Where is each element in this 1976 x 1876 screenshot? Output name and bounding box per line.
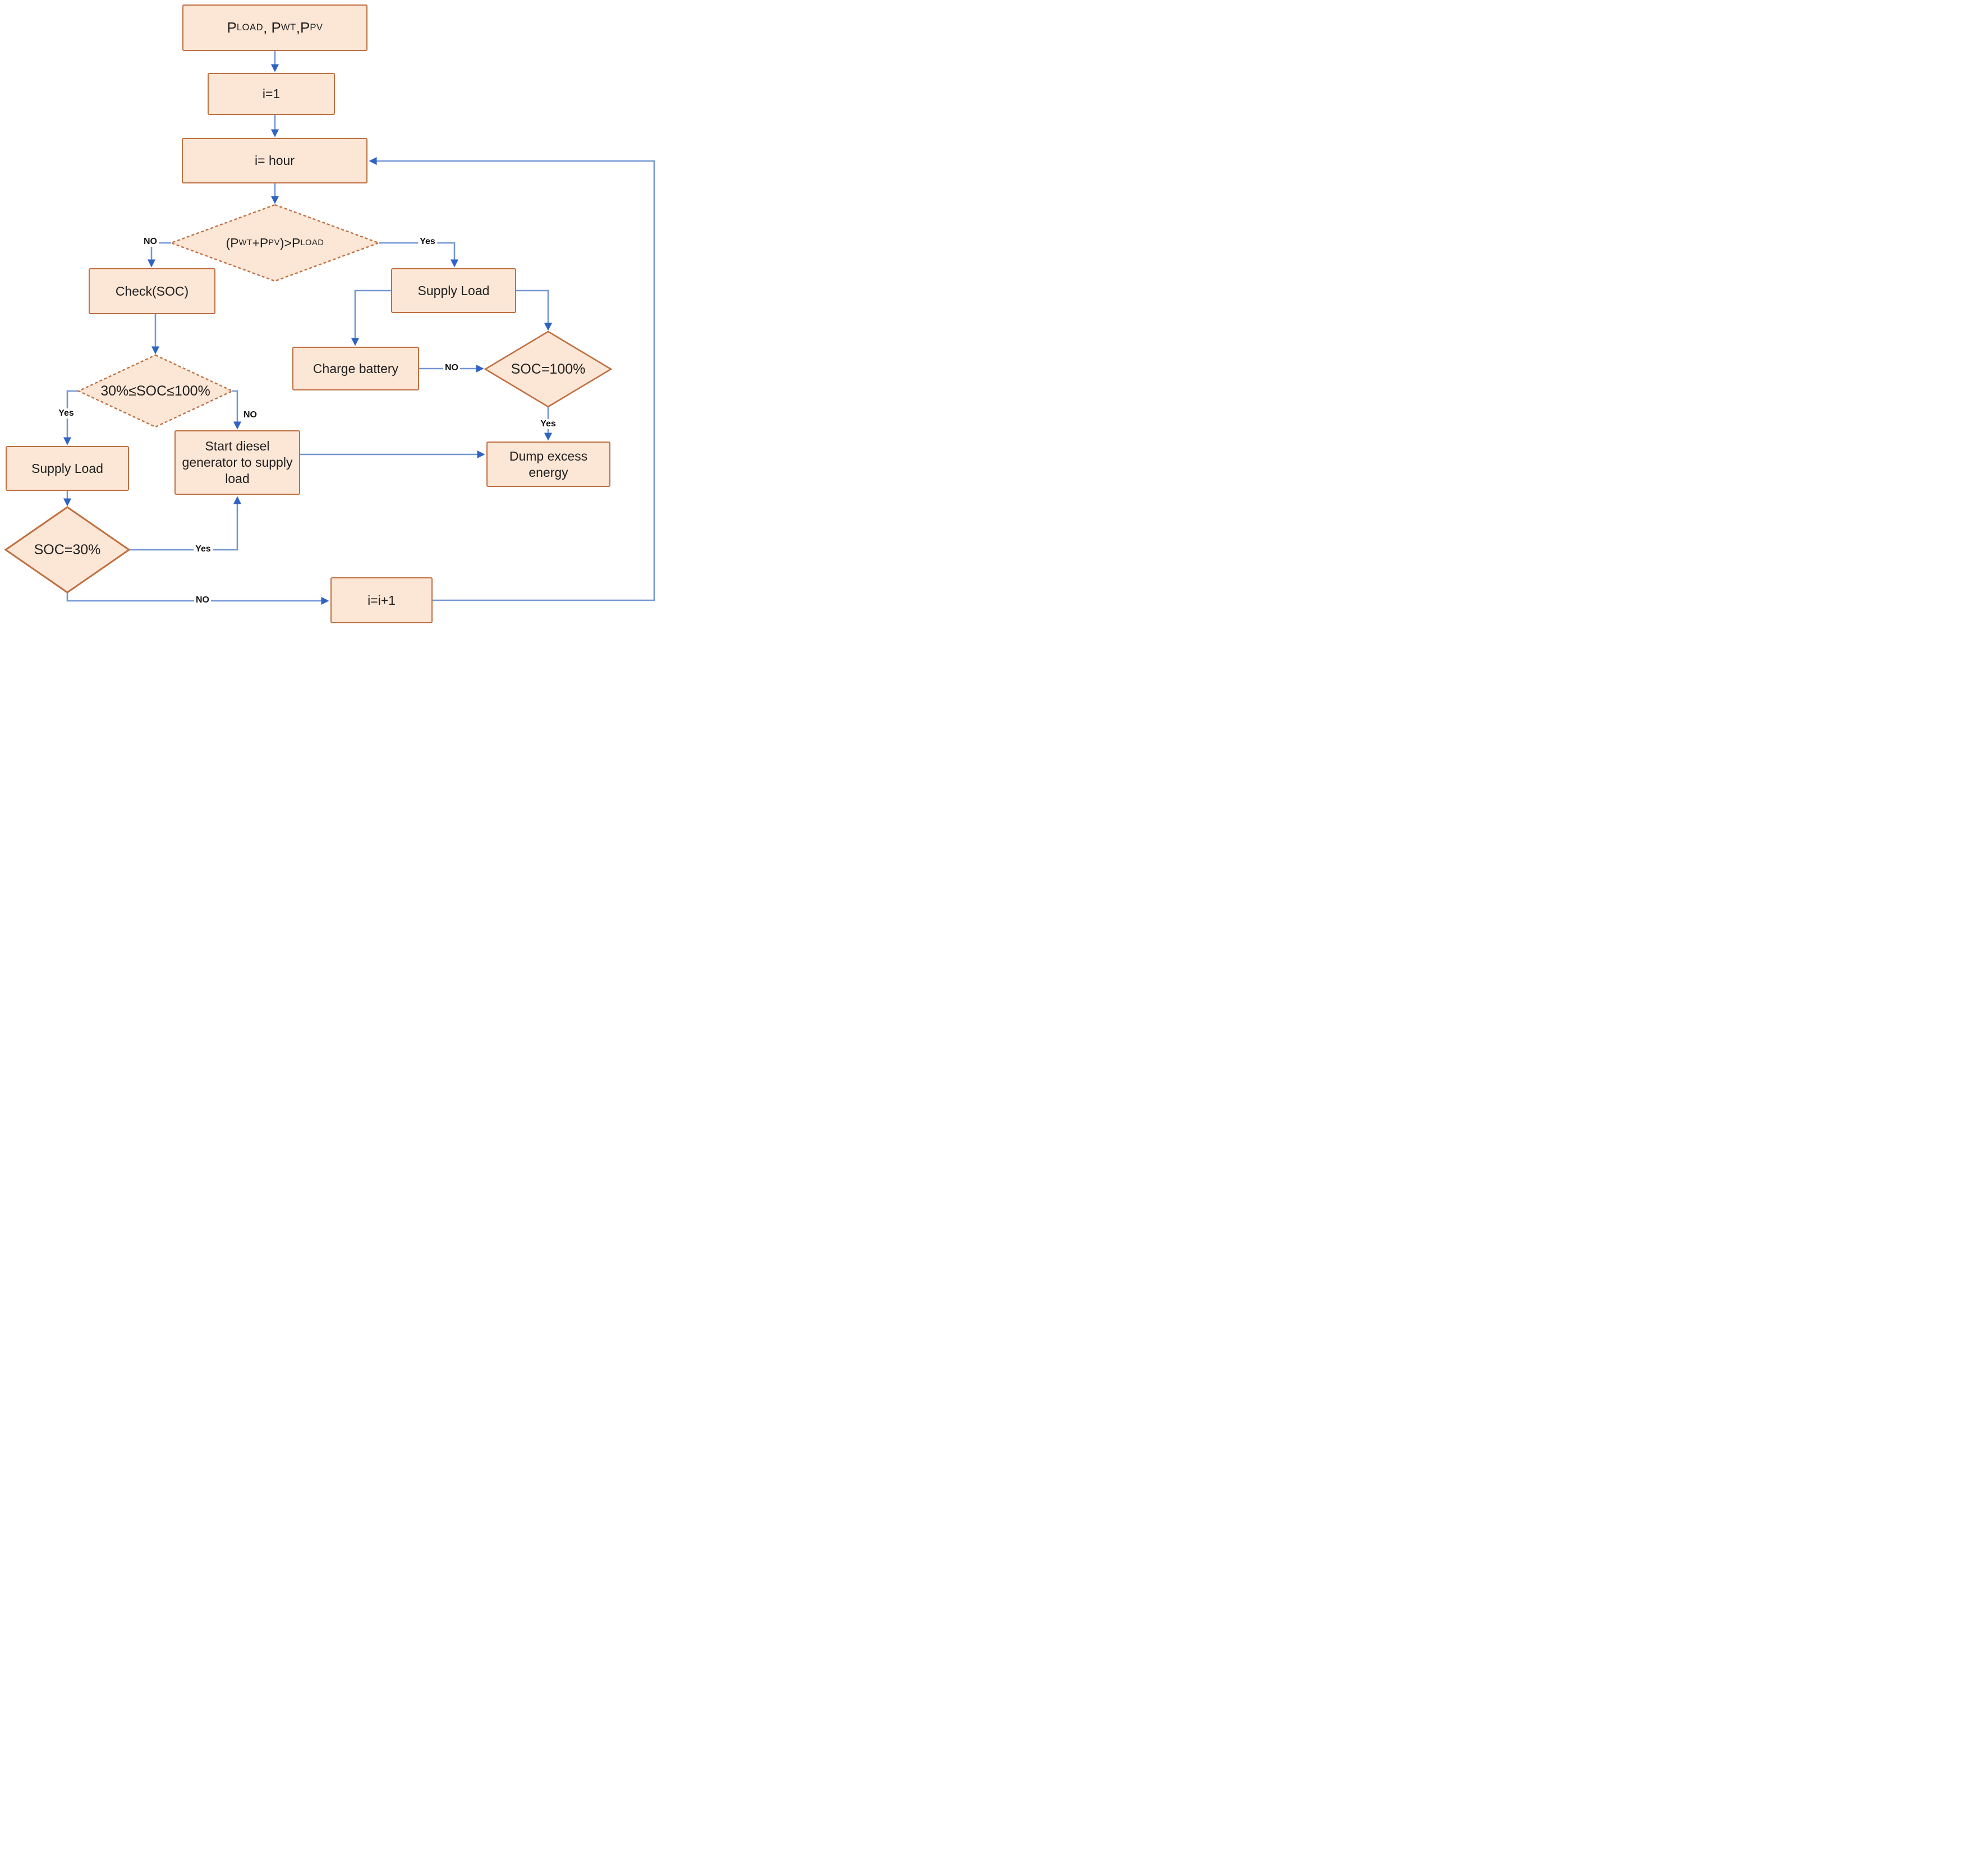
dump-energy-box: Dump excess energy [486,442,610,487]
edge-soc-min-yes-to-diesel [129,496,242,551]
edge-range-yes-to-supply-left [63,390,79,445]
min-no-label: NO [194,595,211,605]
soc-full-decision [484,330,613,408]
increment-box: i=i+1 [330,577,433,623]
label-text-run: P [227,19,237,36]
power-no-label: NO [142,237,159,247]
edge-range-no-to-diesel [232,390,242,430]
power-yes-label: Yes [418,237,437,247]
init-counter-box: i=1 [208,73,335,115]
soc-min-decision [4,506,131,594]
connector-and-shape-layer [4,51,655,605]
label-text-run: ,P [296,19,310,36]
hour-box: i= hour [182,138,367,183]
edge-soc-min-no-to-increment [66,592,329,605]
full-yes-label: Yes [539,419,558,429]
check-soc-box: Check(SOC) [89,268,215,314]
edge-supply-right-to-charge [351,289,391,346]
edge-supply-right-to-soc-full [516,289,553,331]
edge-power-yes-to-supply-right [379,242,459,268]
label-text-run: PV [310,22,323,33]
supply-load-left-box: Supply Load [6,446,129,491]
range-yes-label: Yes [57,408,76,419]
power-check-decision [169,204,381,282]
start-diesel-box: Start diesel generator to supply load [174,430,300,495]
label-text-run: , P [263,19,281,36]
full-no-label: NO [443,363,460,373]
label-text-run: LOAD [236,22,264,33]
soc-range-decision [77,354,234,428]
min-yes-label: Yes [194,544,213,554]
range-no-label: NO [242,410,259,420]
charge-battery-box: Charge battery [292,347,419,390]
label-text-run: WT [281,22,296,33]
edge-increment-loop-to-hour [369,157,655,601]
supply-load-right-box: Supply Load [391,268,516,313]
